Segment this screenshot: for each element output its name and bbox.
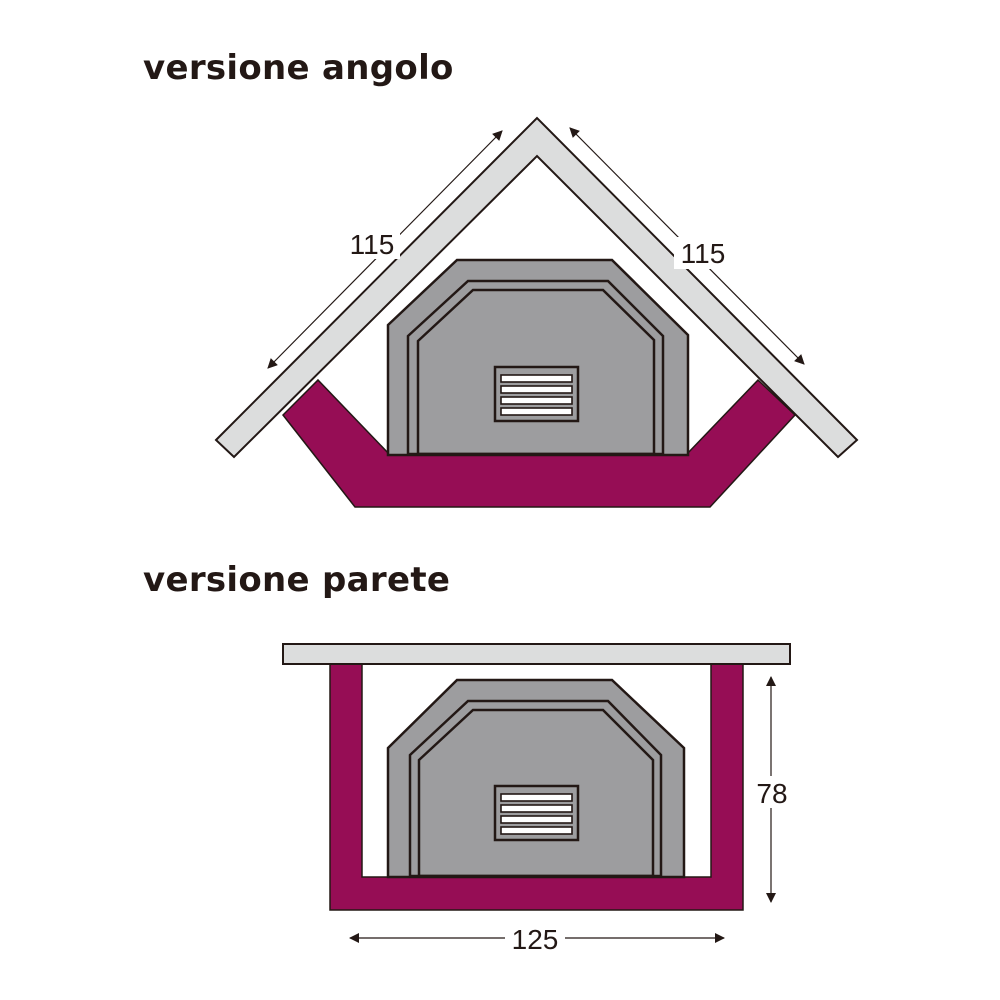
corner-oven: [386, 258, 690, 457]
wall-height-dimension-mask: [752, 776, 792, 808]
wall-width-dimension-label: 125: [512, 924, 559, 955]
wall-oven: [386, 678, 686, 879]
wall-oven-vent: [493, 784, 580, 842]
corner-left-dimension-label: 115: [350, 229, 395, 260]
corner-oven-vent: [493, 365, 580, 423]
wall-version-drawing: 78 125: [282, 643, 792, 955]
wall-height-dimension-label: 78: [756, 778, 787, 809]
corner-version-drawing: 115 115: [214, 116, 859, 508]
wall-slab: [282, 643, 791, 665]
corner-left-dimension-mask: [342, 227, 400, 259]
corner-wall: [214, 116, 859, 459]
corner-version-heading: versione angolo: [143, 48, 454, 88]
corner-right-dimension-label: 115: [681, 238, 726, 269]
wall-version-heading: versione parete: [143, 560, 451, 600]
wall-width-dimension-mask: [505, 922, 565, 954]
corner-right-dimension-mask: [674, 237, 732, 269]
